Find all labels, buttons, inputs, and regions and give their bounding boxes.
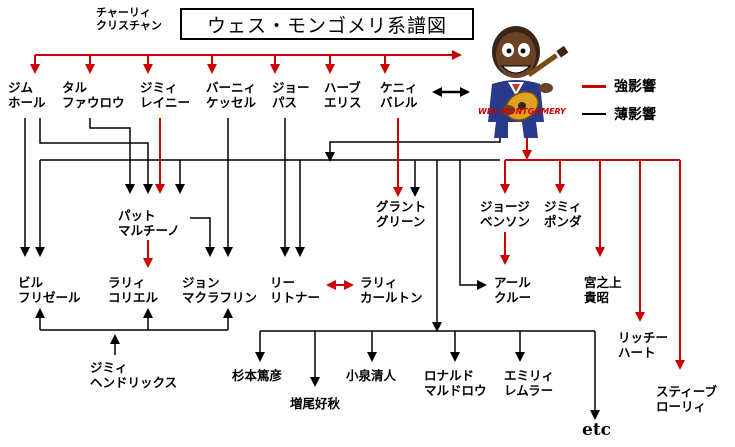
node-barney-kessel: バーニィ ケッセル [206, 80, 256, 110]
node-tal-farlow: タル ファウロウ [62, 80, 125, 110]
node-line: フリゼール [18, 290, 81, 305]
node-herb-ellis: ハーブ エリス [324, 80, 362, 110]
node-jimmy-ponder: ジミィ ポンダ [544, 199, 582, 229]
portrait-caption: WES MONTGOMERY [478, 107, 567, 116]
node-line: ラリィ [360, 275, 398, 290]
legend-weak: 薄影響 [582, 104, 656, 124]
node-steve-lowery: スティーブ ローリィ [656, 384, 717, 414]
node-line: アール [494, 275, 531, 290]
node-line: グリーン [376, 214, 426, 229]
node-sugimoto: 杉本篤彦 [232, 368, 282, 383]
node-line: ジム [8, 80, 34, 95]
node-line: バーニィ [206, 80, 257, 95]
node-emily-remler: エミリィ レムラー [504, 368, 554, 398]
legend-strong: 強影響 [582, 76, 656, 96]
node-line: 杉本篤彦 [232, 368, 283, 383]
node-line: チャーリィ [96, 6, 151, 19]
node-line: マクラフリン [182, 290, 258, 305]
node-jim-hall: ジム ホール [8, 80, 46, 110]
node-line: ホール [8, 95, 46, 110]
node-pat-martino: パット マルチーノ [118, 208, 180, 238]
legend-strong-swatch [582, 84, 606, 88]
node-line: ビル [18, 275, 44, 290]
node-grant-green: グラント グリーン [376, 199, 426, 229]
node-line: ジミィ [140, 80, 178, 95]
node-george-benson: ジョージ ベンソン [480, 199, 530, 229]
christian-influence-lines [30, 50, 462, 74]
node-line: 宮之上 [584, 275, 622, 290]
node-line: エミリィ [504, 368, 555, 383]
node-line: ジョージ [480, 199, 530, 214]
node-joe-pass: ジョー パス [272, 80, 310, 110]
node-line: パット [118, 208, 156, 223]
node-line: 増尾好秋 [290, 396, 341, 411]
node-line: ジョン [182, 275, 220, 290]
node-line: ハート [618, 345, 656, 360]
node-ritchie-hart: リッチー ハート [618, 330, 668, 360]
node-line: ロナルド [424, 368, 475, 383]
node-line: マルチーノ [118, 223, 180, 238]
node-miyanoue: 宮之上 貴昭 [584, 275, 622, 305]
node-line: ジミィ [90, 360, 128, 375]
node-line: コリエル [108, 290, 159, 305]
node-line: ポンダ [544, 214, 582, 229]
node-bill-frisell: ビル フリゼール [18, 275, 81, 305]
legend-strong-label: 強影響 [614, 79, 656, 95]
node-line: スティーブ [656, 384, 718, 399]
node-jimmy-raney: ジミィ レイニー [140, 80, 190, 110]
node-line: エリス [324, 95, 362, 110]
node-kenny-burrell: ケニィ バレル [380, 80, 418, 110]
legend-weak-label: 薄影響 [614, 107, 656, 123]
wes-montgomery-portrait: WES MONTGOMERY [478, 26, 569, 138]
node-line: クリスチャン [96, 19, 162, 32]
node-line: ジョー [272, 80, 310, 95]
node-masuo: 増尾好秋 [290, 396, 340, 411]
node-line: リー [270, 275, 296, 290]
node-line: パス [272, 95, 298, 110]
node-line: グラント [376, 199, 427, 214]
node-line: タル [62, 80, 88, 95]
node-line: ローリィ [656, 399, 707, 414]
node-line: ベンソン [480, 214, 531, 229]
weak-influence-lines [20, 118, 600, 420]
node-lee-ritenour: リー リトナー [270, 275, 320, 305]
strong-influence-lines [143, 118, 685, 370]
diagram-title: ウェス・モンゴメリ系譜図 [206, 14, 447, 37]
node-line: クルー [494, 290, 532, 305]
node-line: レイニー [140, 95, 191, 110]
title-box: ウェス・モンゴメリ系譜図 [180, 8, 474, 40]
node-line: ジミィ [544, 199, 582, 214]
node-ronald-muldrow: ロナルド マルドロウ [424, 368, 487, 398]
node-line: レムラー [504, 383, 554, 398]
node-jimi-hendrix: ジミィ ヘンドリックス [90, 360, 177, 390]
node-line: カールトン [360, 290, 423, 305]
node-line: リトナー [270, 290, 321, 305]
node-line: ハーブ [324, 80, 361, 95]
node-line: ファウロウ [62, 95, 125, 110]
node-john-mclaughlin: ジョン マクラフリン [182, 275, 257, 305]
legend-weak-swatch [582, 113, 606, 115]
node-line: ケニィ [380, 80, 418, 95]
node-line: 貴昭 [584, 290, 610, 305]
node-larry-carlton: ラリィ カールトン [360, 275, 423, 305]
node-larry-coryell: ラリィ コリエル [108, 275, 158, 305]
node-line: バレル [380, 95, 418, 110]
node-charlie-christian: チャーリィ クリスチャン [96, 6, 162, 32]
node-line: ヘンドリックス [90, 375, 178, 390]
node-line: 小泉清人 [346, 368, 397, 383]
node-line: ケッセル [206, 95, 257, 110]
etc-label: etc [582, 420, 612, 440]
node-line: リッチー [618, 330, 669, 345]
node-earl-klugh: アール クルー [494, 275, 531, 305]
node-koizumi: 小泉清人 [346, 368, 396, 383]
node-line: マルドロウ [424, 383, 487, 398]
node-line: ラリィ [108, 275, 146, 290]
